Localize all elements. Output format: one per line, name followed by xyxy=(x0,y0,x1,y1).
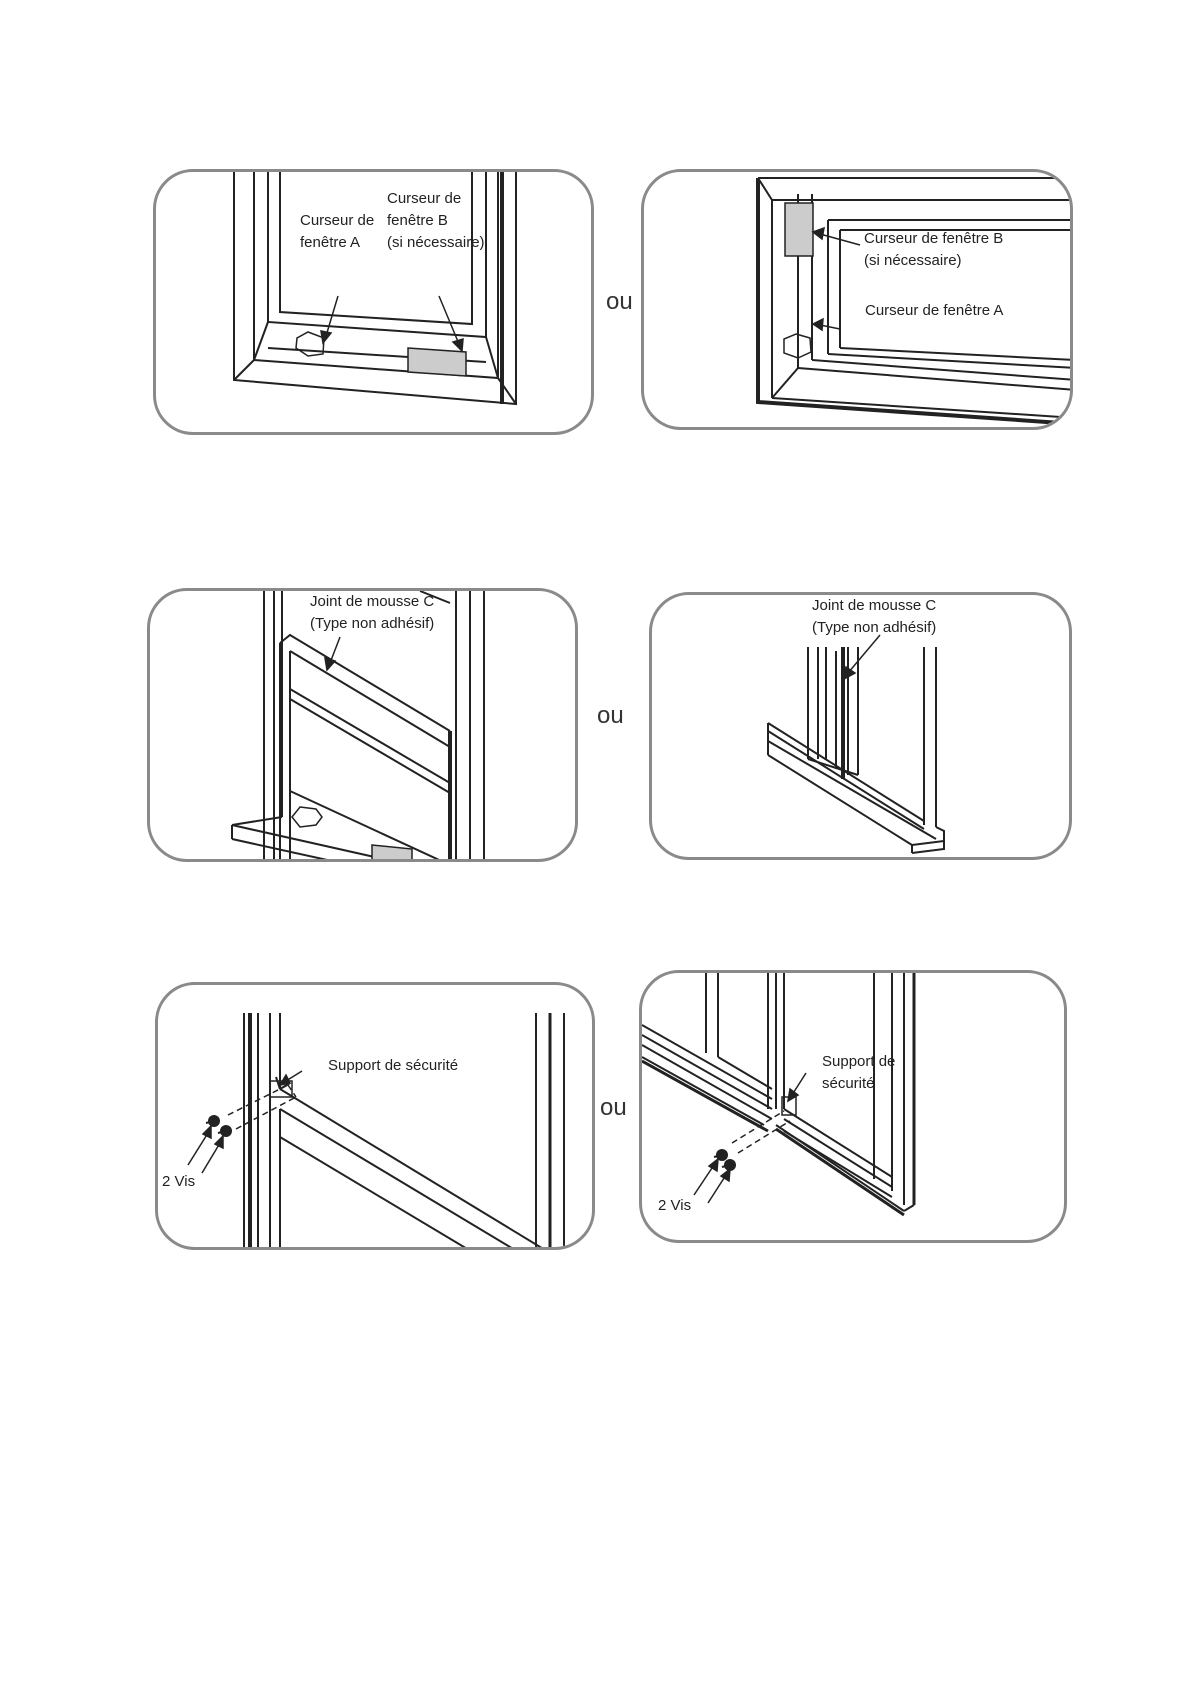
diagram-panel-vertical-security-bracket: Support de sécurité 2 Vis xyxy=(155,982,595,1250)
screw-icon xyxy=(218,1125,232,1137)
label-slider-a: Curseur de fenêtre A xyxy=(865,300,1003,322)
or-separator-1: ou xyxy=(606,288,633,316)
arrow-screw-2 xyxy=(708,1175,726,1203)
diagram-panel-horizontal-foam-seal: Joint de mousse C (Type non adhésif) xyxy=(649,592,1072,860)
diagram-panel-vertical-slider: Curseur de fenêtre A Curseur de fenêtre … xyxy=(153,169,594,435)
arrow-screw-2 xyxy=(202,1143,220,1173)
arrow-screw-1 xyxy=(694,1165,714,1195)
horizontal-window-bracket-illustration xyxy=(642,973,1067,1243)
screw-icon xyxy=(714,1149,728,1161)
label-screws: 2 Vis xyxy=(162,1171,195,1193)
screw-icon xyxy=(206,1115,220,1127)
label-slider-b: Curseur de fenêtre B (si nécessaire) xyxy=(864,228,1003,272)
window-slider-b xyxy=(785,203,813,256)
window-slider-a-icon xyxy=(292,807,322,827)
arrow-foam-seal xyxy=(848,635,880,673)
label-foam-seal: Joint de mousse C (Type non adhésif) xyxy=(310,591,434,635)
diagram-panel-horizontal-security-bracket: Support de sécurité 2 Vis xyxy=(639,970,1067,1243)
arrow-slider-b xyxy=(439,296,459,344)
diagram-panel-vertical-foam-seal: Joint de mousse C (Type non adhésif) xyxy=(147,588,578,862)
arrow-screw-1 xyxy=(188,1133,208,1165)
label-security-bracket: Support de sécurité xyxy=(822,1051,895,1095)
window-slider-b xyxy=(408,348,466,376)
or-separator-3: ou xyxy=(600,1094,627,1122)
label-security-bracket: Support de sécurité xyxy=(328,1055,458,1077)
vertical-window-bracket-illustration xyxy=(158,985,595,1250)
label-screws: 2 Vis xyxy=(658,1195,691,1217)
arrow-foam-seal xyxy=(330,637,340,663)
horizontal-window-illustration xyxy=(644,172,1073,430)
or-separator-2: ou xyxy=(597,702,624,730)
diagram-panel-horizontal-slider: Curseur de fenêtre B (si nécessaire) Cur… xyxy=(641,169,1073,430)
window-slider-a-icon xyxy=(296,332,324,356)
label-foam-seal: Joint de mousse C (Type non adhésif) xyxy=(812,595,936,639)
vertical-window-illustration xyxy=(156,172,594,435)
window-slider-b xyxy=(372,845,412,862)
label-slider-b: Curseur de fenêtre B (si nécessaire) xyxy=(387,188,485,254)
label-slider-a: Curseur de fenêtre A xyxy=(300,210,374,254)
